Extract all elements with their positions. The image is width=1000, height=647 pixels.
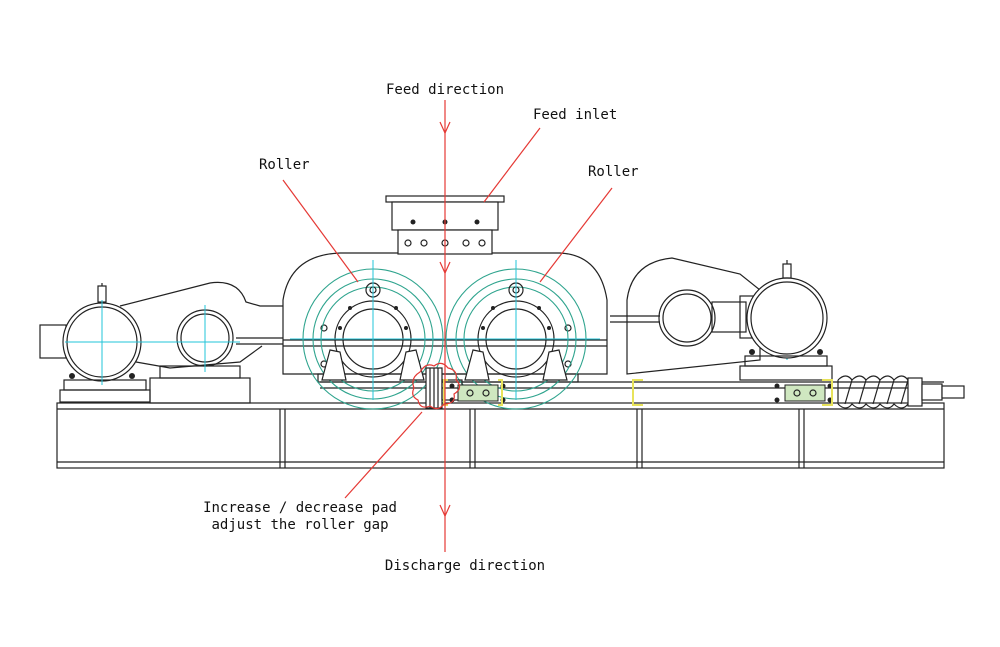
mid-arrowhead [439, 261, 451, 275]
pad-label-line2: adjust the roller gap [211, 517, 389, 533]
feed-inlet-label: Feed inlet [533, 107, 618, 123]
right-bearing-slider [774, 383, 833, 403]
pad-highlight-cloud [412, 362, 461, 410]
right-roller-label: Roller [588, 164, 639, 180]
discharge-arrowhead [439, 504, 451, 518]
feed-inlet-leader [483, 127, 541, 203]
left-bearing-slider [449, 383, 506, 403]
pad-leader [344, 411, 423, 499]
pad-label-line1: Increase / decrease pad [203, 500, 397, 516]
feed-arrowhead [439, 121, 451, 135]
callout-lines [282, 100, 613, 552]
right-roller-leader [539, 187, 613, 283]
feed-direction-label: Feed direction [385, 82, 505, 98]
right-motor [739, 260, 833, 381]
left-roller-leader [282, 179, 359, 283]
gap-adjust-pads [425, 367, 463, 409]
discharge-direction-label: Discharge direction [384, 558, 546, 574]
right-gearbox [610, 257, 761, 375]
spring-tensioner [837, 375, 965, 409]
left-roller-label: Roller [259, 157, 310, 173]
highlight-brackets [443, 379, 833, 406]
